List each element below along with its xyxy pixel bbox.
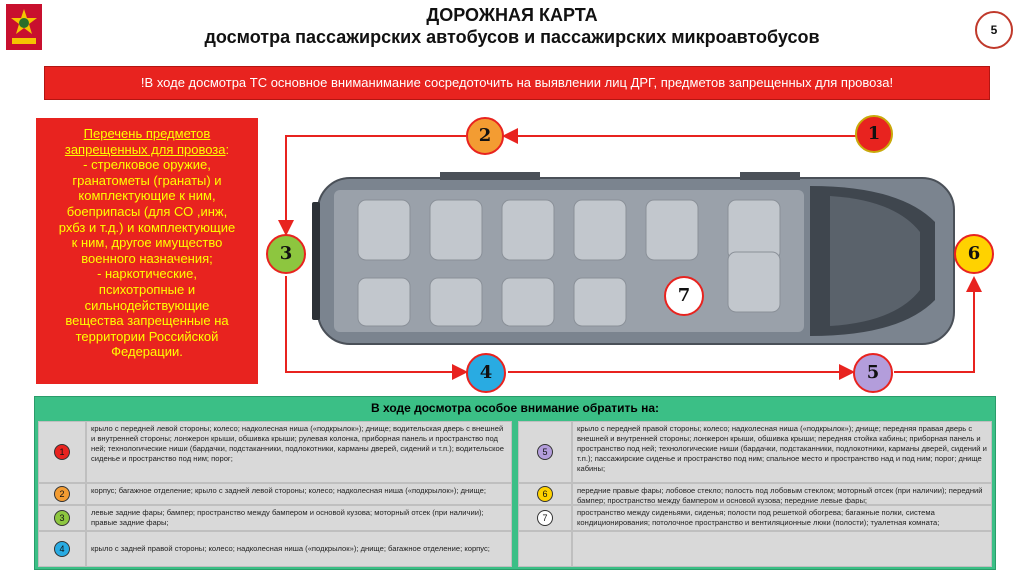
row-marker-4: 4 [54, 541, 70, 557]
table-row-num: 1 [38, 421, 86, 483]
row-marker-5: 5 [537, 444, 553, 460]
route-point-5: 5 [853, 353, 893, 393]
table-row-num: 4 [38, 531, 86, 567]
table-row-text: крыло с передней правой стороны; колесо;… [572, 421, 992, 483]
table-row-text: корпус; багажное отделение; крыло с задн… [86, 483, 512, 505]
table-row-text: левые задние фары; бампер; пространство … [86, 505, 512, 531]
table-row-num-empty [518, 531, 572, 567]
route-diagram [0, 0, 1024, 396]
route-point-1: 1 [855, 115, 893, 153]
table-row-num: 2 [38, 483, 86, 505]
table-header: В ходе досмотра особое внимание обратить… [35, 397, 995, 421]
table-row-num: 7 [518, 505, 572, 531]
route-point-4: 4 [466, 353, 506, 393]
table-row-text: крыло с задней правой стороны; колесо; н… [86, 531, 512, 567]
row-marker-1: 1 [54, 444, 70, 460]
table-row-text-empty [572, 531, 992, 567]
inspection-table: В ходе досмотра особое внимание обратить… [34, 396, 996, 570]
row-marker-3: 3 [54, 510, 70, 526]
table-row-text: крыло с передней левой стороны; колесо; … [86, 421, 512, 483]
row-marker-7: 7 [537, 510, 553, 526]
route-point-3: 3 [266, 234, 306, 274]
table-row-text: передние правые фары; лобовое стекло; по… [572, 483, 992, 505]
row-marker-2: 2 [54, 486, 70, 502]
table-row-num: 6 [518, 483, 572, 505]
table-row-num: 3 [38, 505, 86, 531]
route-point-7: 7 [664, 276, 704, 316]
table-row-text: пространство между сиденьями, сиденья; п… [572, 505, 992, 531]
route-point-6: 6 [954, 234, 994, 274]
table-row-num: 5 [518, 421, 572, 483]
row-marker-6: 6 [537, 486, 553, 502]
route-point-2: 2 [466, 117, 504, 155]
